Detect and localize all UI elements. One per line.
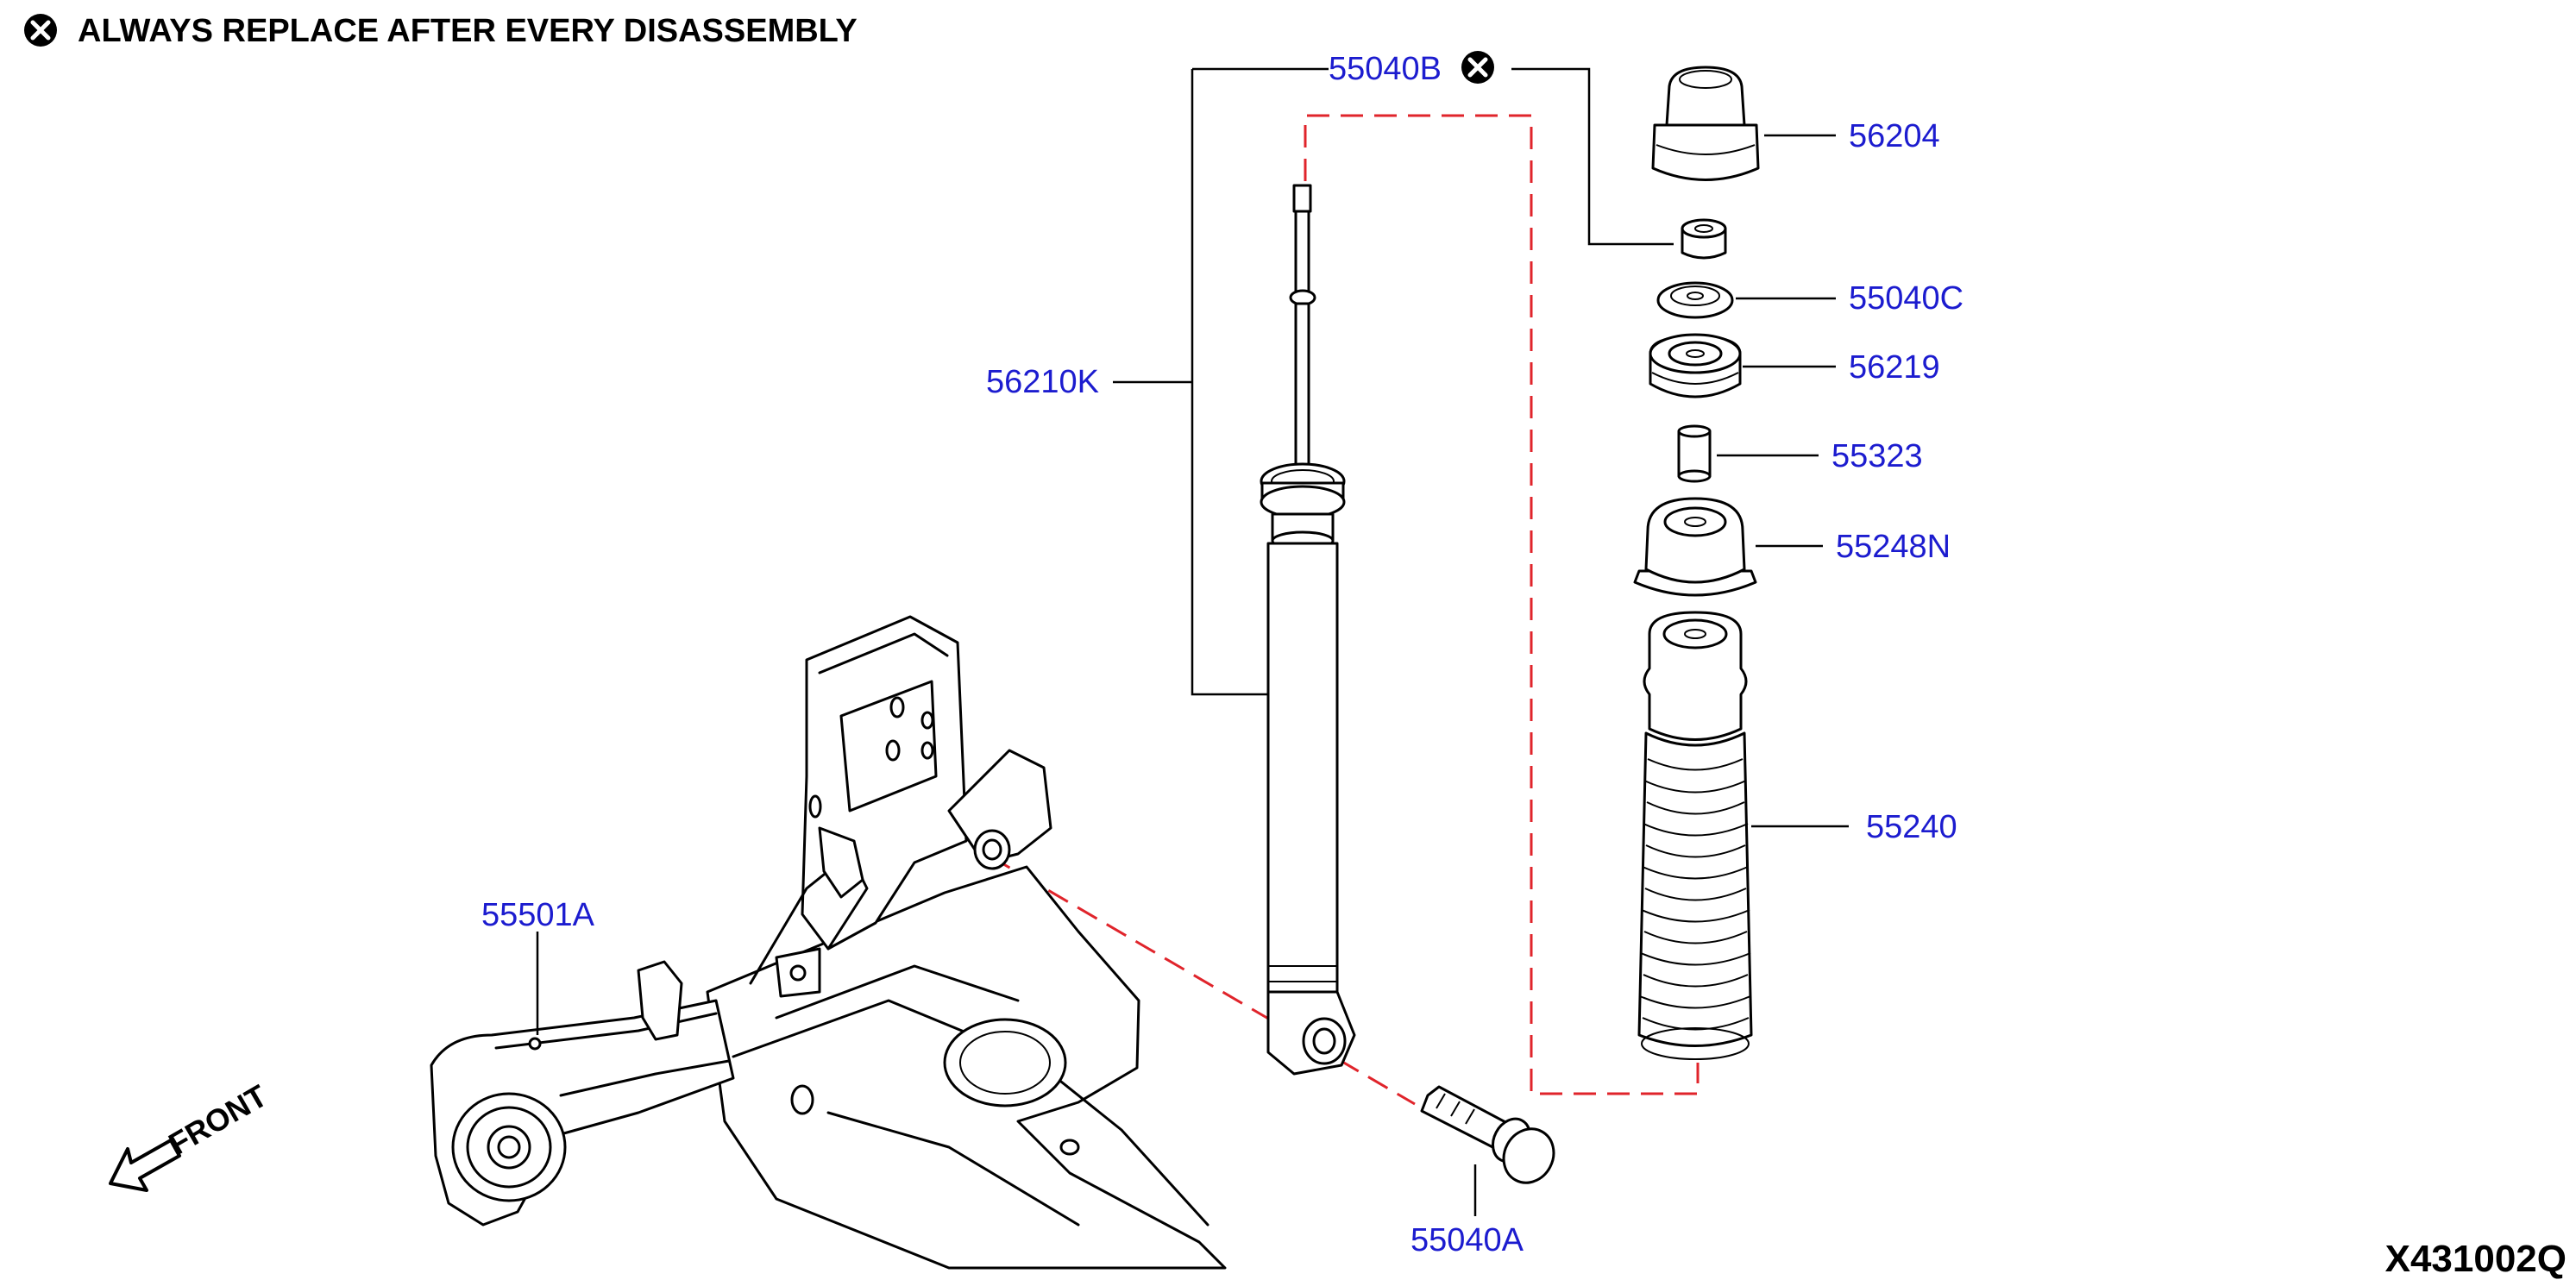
callout-56204: 56204 bbox=[1849, 118, 1940, 154]
front-direction-label: FRONT bbox=[163, 1077, 273, 1162]
front-arrow-icon bbox=[109, 1139, 181, 1192]
part-55248N-seat bbox=[1633, 497, 1757, 597]
assembly-dashed-lines bbox=[990, 114, 1700, 1106]
leader-55040B bbox=[1511, 67, 1674, 246]
callout-56219: 56219 bbox=[1849, 349, 1940, 386]
callout-55040A: 55040A bbox=[1411, 1222, 1524, 1258]
part-55501A-arm-bushing bbox=[430, 960, 735, 1227]
callout-55248N: 55248N bbox=[1836, 529, 1951, 565]
part-55323-sleeve bbox=[1677, 424, 1712, 483]
part-55240-bump-stop bbox=[1637, 611, 1753, 1060]
callout-55323: 55323 bbox=[1831, 438, 1923, 474]
diagram-reference-code: X431002Q bbox=[2385, 1238, 2567, 1280]
callout-56210K: 56210K bbox=[986, 364, 1099, 400]
callout-55240: 55240 bbox=[1866, 809, 1957, 845]
part-56210K-shock-absorber bbox=[1260, 184, 1356, 1076]
part-55040B-nut bbox=[1681, 218, 1727, 260]
part-56204-cap bbox=[1651, 66, 1760, 181]
leader-56210K bbox=[1113, 67, 1329, 696]
callout-55501A: 55501A bbox=[481, 897, 595, 933]
replace-note-text: ALWAYS REPLACE AFTER EVERY DISASSEMBLY bbox=[78, 13, 858, 49]
replace-note-icon bbox=[24, 14, 57, 47]
replace-marker-icon bbox=[1461, 51, 1494, 84]
part-55040A-bolt bbox=[1420, 1085, 1555, 1184]
callout-55040C: 55040C bbox=[1849, 280, 1963, 317]
part-55040C-washer bbox=[1656, 281, 1734, 319]
rear-subframe bbox=[706, 615, 1227, 1270]
part-56219-mount bbox=[1649, 333, 1742, 398]
callout-55040B: 55040B bbox=[1329, 51, 1442, 87]
